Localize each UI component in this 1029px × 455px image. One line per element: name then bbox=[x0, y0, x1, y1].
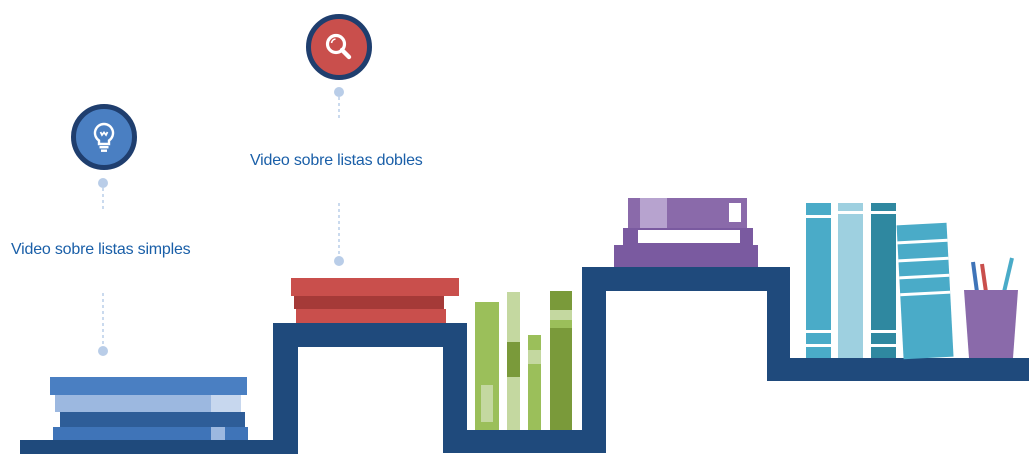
teal-upright-books bbox=[806, 203, 954, 360]
book-band bbox=[550, 310, 572, 320]
leaning-book bbox=[896, 222, 954, 360]
pencil bbox=[980, 263, 988, 293]
book-spine bbox=[640, 198, 667, 228]
pencil-cup bbox=[964, 257, 1018, 358]
book-band bbox=[899, 273, 950, 280]
book bbox=[528, 335, 541, 430]
book bbox=[806, 203, 831, 358]
pencil bbox=[1002, 257, 1014, 293]
book bbox=[614, 245, 758, 267]
book-band bbox=[806, 344, 831, 347]
book-label bbox=[729, 203, 741, 222]
book-pages bbox=[638, 230, 740, 243]
connector-dot bbox=[98, 346, 108, 356]
lightbulb-icon bbox=[93, 122, 115, 152]
book bbox=[60, 412, 245, 427]
purple-book-stack bbox=[614, 198, 758, 267]
book bbox=[294, 296, 444, 309]
lightbulb-marker[interactable] bbox=[71, 104, 137, 170]
book-band bbox=[507, 342, 520, 377]
connector-2 bbox=[334, 87, 344, 266]
book-band bbox=[871, 330, 896, 333]
link-listas-simples[interactable]: Video sobre listas simples bbox=[11, 241, 191, 258]
shelf-wall-3 bbox=[582, 267, 606, 453]
magnifier-marker[interactable] bbox=[306, 14, 372, 80]
book-band bbox=[806, 330, 831, 333]
book bbox=[838, 203, 863, 358]
connector-1 bbox=[98, 178, 108, 356]
pencil bbox=[971, 261, 979, 293]
shelf-segment-1 bbox=[20, 440, 298, 454]
book-band bbox=[806, 215, 831, 218]
book bbox=[291, 278, 459, 296]
green-upright-books bbox=[475, 291, 572, 430]
blue-book-stack bbox=[50, 377, 248, 440]
book-band bbox=[838, 211, 863, 214]
book bbox=[296, 309, 446, 323]
book-spine bbox=[211, 427, 225, 440]
book-band bbox=[898, 256, 949, 263]
staircase-shelf bbox=[20, 267, 1029, 454]
book-label bbox=[481, 385, 493, 422]
book-band bbox=[871, 211, 896, 214]
shelf-wall-4 bbox=[767, 267, 790, 381]
connector-dot bbox=[334, 87, 344, 97]
red-book-stack bbox=[291, 278, 459, 323]
book-spine bbox=[211, 395, 241, 412]
shelf-segment-4 bbox=[582, 267, 790, 291]
book-band bbox=[550, 320, 572, 328]
book-band bbox=[528, 350, 541, 364]
book bbox=[896, 222, 954, 360]
magnifier-icon bbox=[325, 33, 352, 60]
book bbox=[50, 377, 247, 395]
book bbox=[53, 427, 248, 440]
connector-dot bbox=[334, 256, 344, 266]
book bbox=[55, 395, 241, 412]
cup bbox=[964, 290, 1018, 358]
link-listas-dobles[interactable]: Video sobre listas dobles bbox=[250, 152, 423, 169]
book-band bbox=[871, 344, 896, 347]
shelf-segment-5 bbox=[767, 358, 1029, 381]
shelf-segment-2 bbox=[273, 323, 467, 347]
book bbox=[871, 203, 896, 358]
book-band bbox=[900, 290, 951, 297]
shelf-segment-3 bbox=[443, 430, 606, 453]
book-band bbox=[897, 238, 948, 245]
connector-dot bbox=[98, 178, 108, 188]
